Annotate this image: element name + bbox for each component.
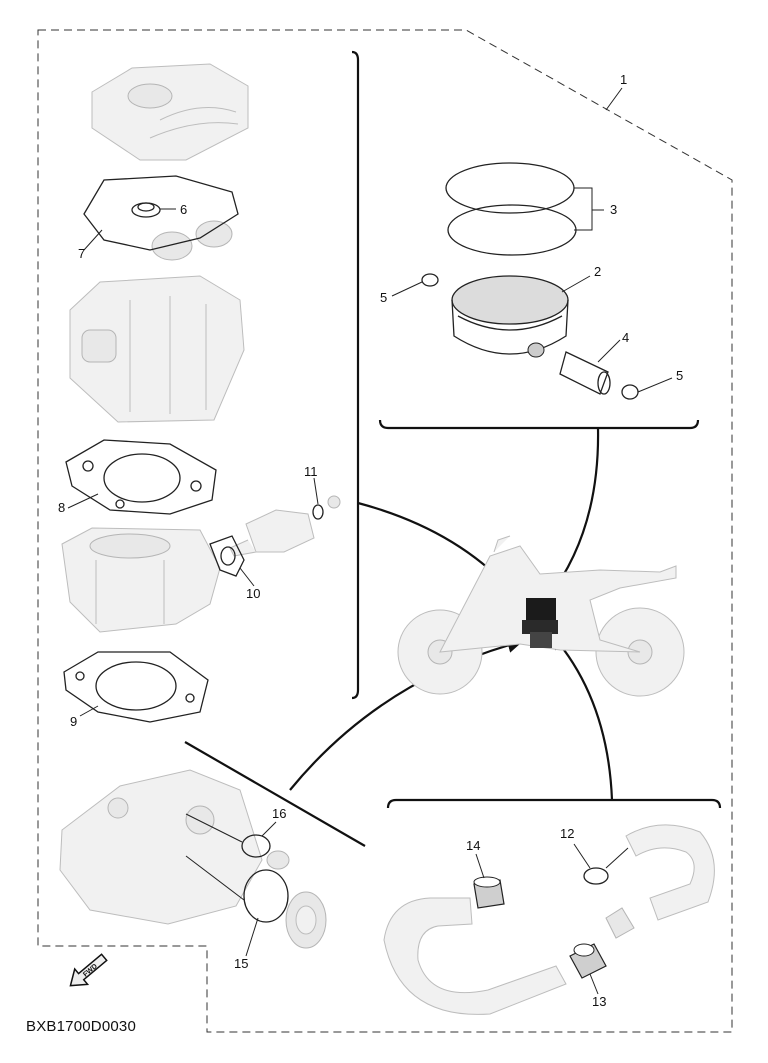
water-pump-shaft — [266, 850, 290, 870]
cylinder-head-gasket — [65, 439, 217, 515]
water-hose-group-bracket — [386, 798, 722, 809]
o-ring-11 — [312, 504, 324, 520]
callout-5-right: 5 — [676, 368, 683, 383]
callout-1: 1 — [620, 72, 627, 87]
water-pump-gasket — [243, 869, 289, 923]
callout-12: 12 — [560, 826, 574, 841]
leader-1 — [605, 87, 623, 111]
cylinder — [61, 527, 221, 633]
fwd-arrow-icon: FWD — [69, 953, 108, 987]
callout-16: 16 — [272, 806, 286, 821]
callout-4: 4 — [622, 330, 629, 345]
leader-16 — [185, 813, 277, 843]
callout-11: 11 — [304, 464, 318, 479]
hose-joint-14 — [473, 876, 505, 909]
leader-10 — [239, 567, 255, 587]
hose-joint-13 — [569, 943, 607, 979]
callout-3: 3 — [610, 202, 617, 217]
callout-7: 7 — [78, 246, 85, 261]
callout-14: 14 — [466, 838, 480, 853]
thermostat-housing — [229, 509, 315, 557]
radiator-hose-lower — [383, 897, 567, 1015]
leader-4 — [597, 339, 621, 363]
callout-13: 13 — [592, 994, 606, 1009]
callout-5-left: 5 — [380, 290, 387, 305]
piston-pin — [559, 351, 611, 395]
hose-clip — [605, 907, 635, 939]
leader-2 — [561, 275, 591, 293]
leader-5b — [637, 377, 673, 393]
top-end-group-bracket — [351, 50, 360, 700]
piston — [451, 275, 569, 358]
cylinder-base-gasket — [63, 651, 209, 723]
plug-seal — [131, 202, 161, 218]
callout-15: 15 — [234, 956, 248, 971]
callout-2: 2 — [594, 264, 601, 279]
cylinder-head-cover — [91, 63, 249, 161]
leader-15 — [185, 855, 259, 957]
o-ring-16 — [241, 834, 271, 858]
engine-highlight — [522, 598, 558, 648]
piston-group-bracket — [378, 419, 700, 430]
callout-8: 8 — [58, 500, 65, 515]
motorcycle-silhouette — [397, 535, 685, 697]
water-bolt — [327, 495, 341, 509]
o-ring-12 — [583, 867, 609, 885]
right-crankcase-cover — [59, 769, 263, 925]
water-pump-group-bracket — [184, 741, 366, 847]
leader-8 — [67, 493, 99, 509]
leader-13 — [589, 973, 599, 995]
radiator-hose-upper — [625, 824, 715, 921]
leader-7 — [83, 229, 103, 251]
callout-6: 6 — [180, 202, 187, 217]
piston-pin-clip-left — [421, 273, 439, 287]
diagram-code: BXB1700D0030 — [26, 1018, 136, 1035]
leader-12 — [573, 843, 629, 869]
leader-11 — [313, 477, 319, 505]
leader-5a — [391, 281, 423, 297]
kit-boundary — [37, 29, 733, 1033]
leader-9 — [79, 705, 99, 717]
leader-3 — [574, 187, 604, 231]
leader-14 — [475, 853, 485, 879]
arrow-water-pump — [289, 637, 523, 791]
piston-pin-clip-right — [621, 384, 639, 400]
callout-10: 10 — [246, 586, 260, 601]
head-cover-gasket — [83, 175, 239, 251]
camshafts — [151, 220, 233, 261]
cylinder-head — [69, 275, 245, 423]
arrow-hoses — [550, 633, 614, 801]
water-pump-impeller — [285, 891, 327, 949]
callout-9: 9 — [70, 714, 77, 729]
